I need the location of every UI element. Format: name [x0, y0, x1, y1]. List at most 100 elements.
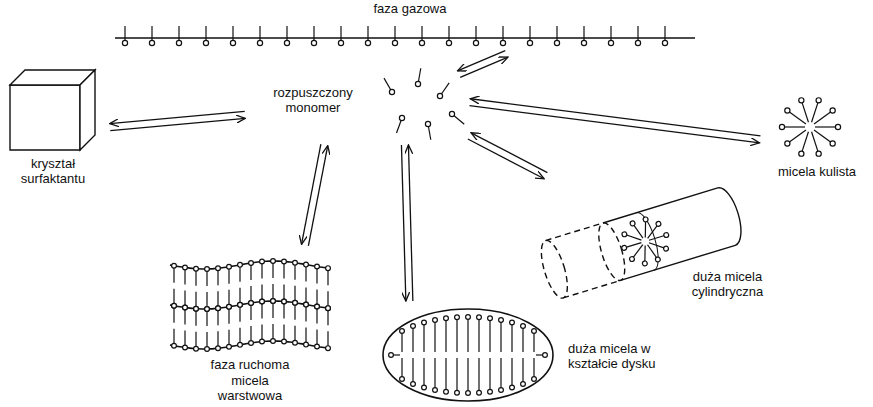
surfactant-head [499, 318, 504, 323]
surfactant-head [400, 377, 405, 382]
surfactant-head [260, 259, 265, 264]
surfactant-head [799, 98, 804, 103]
surfactant-head [400, 329, 405, 334]
surfactant-head [799, 151, 804, 156]
phase-region: rozpuszczony monomer [250, 76, 465, 140]
arrow-line [401, 145, 405, 301]
surfactant-head [488, 316, 493, 321]
surfactant-head [473, 40, 478, 45]
surfactant-head [315, 264, 320, 269]
surfactant-head [249, 301, 254, 306]
equilibrium-arrow [401, 145, 412, 301]
surfactant-head [271, 339, 276, 344]
surfactant-tail [533, 331, 534, 352]
surfactant-head [389, 89, 394, 94]
surfactant-tail [815, 126, 838, 127]
surfactant-head [425, 121, 430, 126]
equilibrium-arrow [470, 99, 761, 143]
surfactant-head [630, 220, 636, 226]
surfactant-head [419, 40, 424, 45]
surfactant-head [183, 345, 188, 350]
surfactant-head [433, 318, 438, 323]
surfactant-head [785, 141, 790, 146]
surfactant-head [455, 390, 460, 395]
surfactant-tail [478, 317, 479, 352]
surfactant-tail [423, 358, 424, 388]
phase-region: faza gazowa [110, 0, 700, 52]
surfactant-head [338, 40, 343, 45]
surfactant-head [500, 40, 505, 45]
surfactant-head [282, 259, 287, 264]
cylinder-dashed-end [536, 238, 573, 301]
surfactant-head [293, 300, 298, 305]
surfactant-head [172, 343, 177, 348]
phase-label: micela kulista [767, 165, 867, 180]
surfactant-head [311, 40, 316, 45]
surfactant-head [304, 302, 309, 307]
surfactant-head [444, 389, 449, 394]
surfactant-tail [489, 318, 490, 352]
equilibrium-arrow [457, 51, 507, 78]
surfactant-head [282, 339, 287, 344]
equilibrium-arrow [110, 111, 246, 130]
surfactant-head [510, 320, 515, 325]
surfactant-head [621, 231, 627, 237]
surfactant-head [635, 40, 640, 45]
phase-region: faza ruchomamicela warstwowa [160, 250, 340, 406]
surfactant-head [422, 385, 427, 390]
surfactant-head [629, 256, 635, 262]
surfactant-tail [522, 326, 523, 352]
surfactant-tail [456, 358, 457, 393]
surfactant-head [510, 385, 515, 390]
surfactant-tail [500, 358, 501, 390]
arrow-line [470, 106, 760, 143]
equilibrium-arrow [468, 133, 548, 179]
surfactant-head [621, 245, 627, 251]
surfactant-head [643, 216, 649, 222]
surfactant-head [183, 305, 188, 310]
surfactant-tail [456, 317, 457, 352]
surfactant-tail [782, 126, 805, 127]
surfactant-head [389, 353, 394, 358]
cylinder-dashed-section [593, 220, 630, 283]
surfactant-head [293, 340, 298, 345]
surfactant-head [830, 108, 835, 113]
phase-label: rozpuszczony monomer [258, 86, 368, 116]
surfactant-head [488, 389, 493, 394]
surfactant-head [477, 315, 482, 320]
surfactant-head [662, 40, 667, 45]
surfactant-tail [467, 317, 468, 352]
surfactant-head [238, 302, 243, 307]
surfactant-tail [489, 358, 490, 392]
surfactant-head [422, 320, 427, 325]
monomers [384, 68, 464, 140]
surfactant-head [216, 346, 221, 351]
surfactant-tail [445, 318, 446, 352]
surfactant-tail [533, 358, 534, 379]
surfactant-head [466, 391, 471, 396]
surfactant-head [399, 115, 404, 120]
spherical-micelle [779, 98, 840, 156]
surfactant-head [194, 306, 199, 311]
phase-label: kryształ surfaktantu [3, 157, 103, 187]
surfactant-tail [412, 358, 413, 384]
surfactant-head [260, 299, 265, 304]
surfactant-head [238, 262, 243, 267]
monolayer [115, 26, 695, 46]
surfactant-head [194, 266, 199, 271]
surfactant-tail [478, 358, 479, 393]
surfactant-head [663, 246, 669, 252]
surfactant-head [415, 81, 420, 86]
surfactant-head [203, 40, 208, 45]
surfactant-head [446, 40, 451, 45]
surfactant-head [249, 301, 254, 306]
arrow-line [110, 118, 245, 130]
surfactant-head [172, 303, 177, 308]
surfactant-head [249, 341, 254, 346]
surfactant-head [785, 108, 790, 113]
surfactant-tail [511, 358, 512, 388]
arrow-line [308, 146, 327, 246]
surfactant-tail [814, 130, 833, 144]
surfactant-head [543, 353, 548, 358]
